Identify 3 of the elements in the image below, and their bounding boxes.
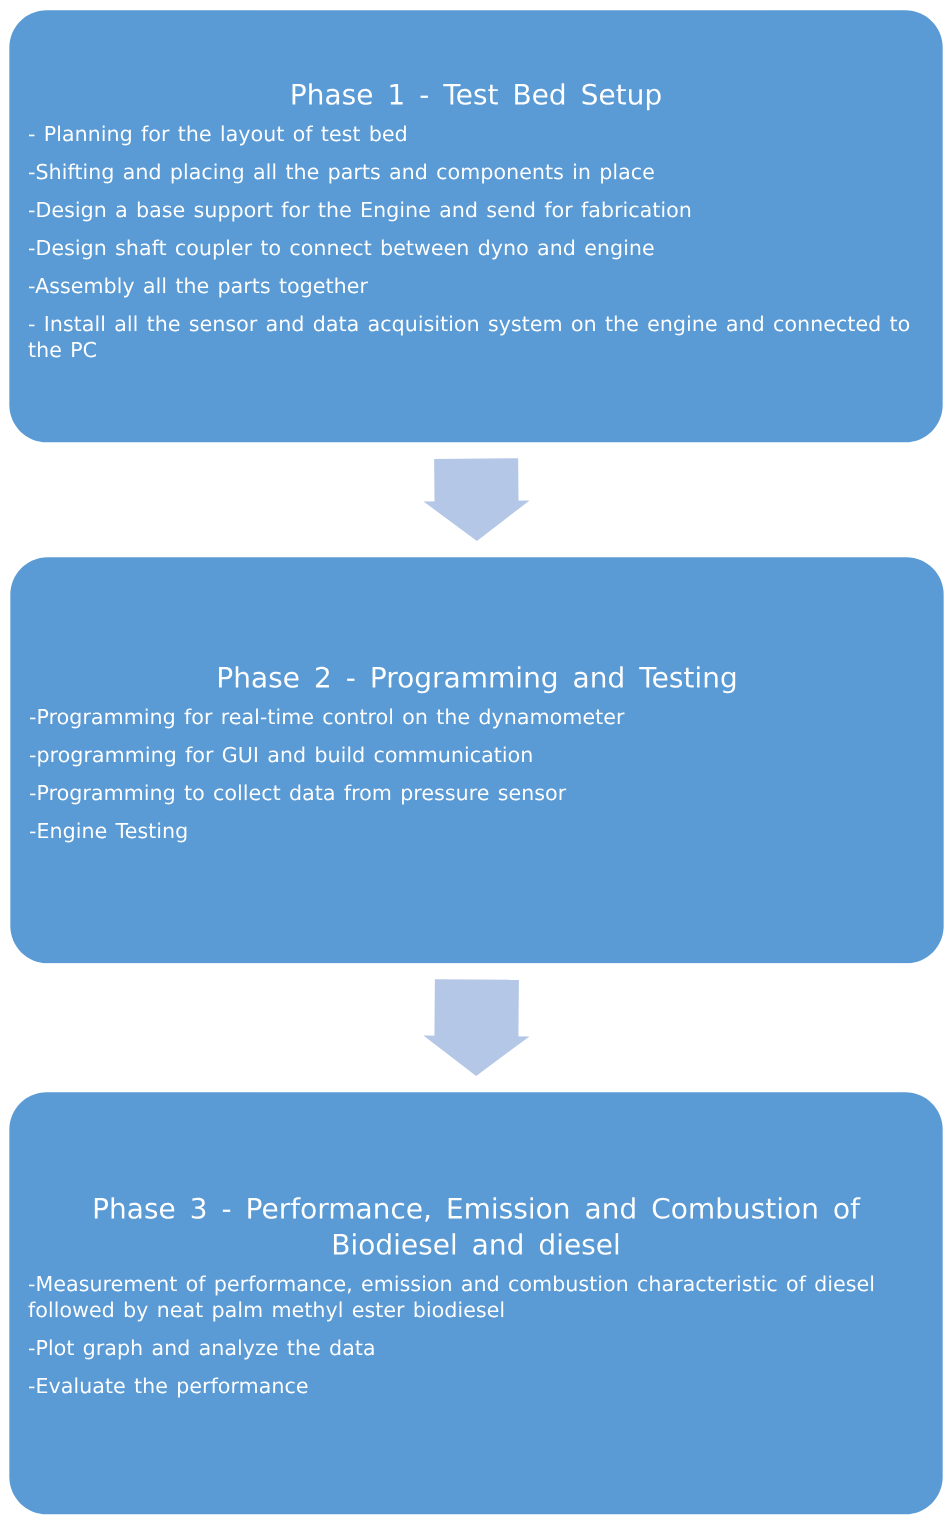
- phase-box: Phase 2 - Programming and Testing -Programming for real-time control on the dynamometer -programming for GUI and build communication -Programming to collect data from pressure sensor -Engine Testing: [10, 557, 944, 964]
- phase-box: Phase 3 - Performance, Emission and Combustion of Biodiesel and diesel -Measurement of performance, emission and combustion characteristic of diesel followed by neat palm methyl ester biodiesel -Plot graph and analyze the data -Evaluate the performance: [9, 1092, 943, 1515]
- phase-box: Phase 1 - Test Bed Setup - Planning for the layout of test bed -Shifting and placing all the parts and components in place -Design a base support for the Engine and send for fabrication -Design shaft coupler to connect between dyno and engine -Assembly all the parts together - Install all the sensor and data acquisition system on the engine and connected to the PC: [9, 10, 943, 443]
